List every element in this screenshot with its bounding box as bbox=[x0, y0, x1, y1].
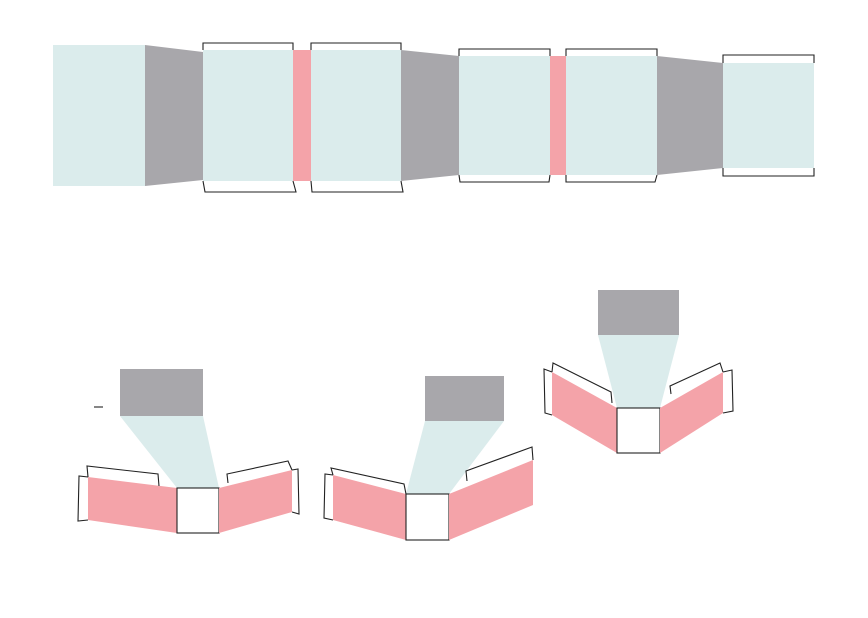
folded-assembly-2 bbox=[323, 376, 534, 541]
assembly-3-left-wing bbox=[552, 372, 617, 453]
assembly-2-beam bbox=[406, 421, 504, 494]
strip-connector-2 bbox=[401, 50, 459, 181]
assembly-2-right-wing bbox=[449, 460, 533, 540]
assembly-3-right-wing bbox=[660, 372, 723, 453]
strip-panel-6-bottom-flap bbox=[722, 168, 815, 177]
folded-assembly-3 bbox=[543, 290, 734, 454]
assembly-1-left-side-flap bbox=[77, 475, 89, 522]
assembly-3-center bbox=[616, 407, 661, 454]
strip-panel-2-bottom-flap bbox=[202, 180, 297, 193]
strip-connector-3 bbox=[657, 56, 723, 175]
assembly-3-right-side-flap bbox=[722, 369, 734, 414]
assembly-2-left-top-flap bbox=[330, 467, 407, 495]
strip-panel-3-top-flap bbox=[310, 42, 402, 50]
strip-panel-1 bbox=[53, 45, 145, 186]
assembly-3-beam bbox=[598, 335, 679, 408]
assembly-1-beam bbox=[120, 416, 219, 488]
strip-panel-2-top-flap bbox=[202, 42, 294, 50]
assembly-3-top-block bbox=[598, 290, 679, 335]
strip-panel-5-bottom-flap bbox=[565, 174, 658, 183]
assembly-3-right-top-flap bbox=[669, 362, 724, 395]
strip-panel-4 bbox=[459, 56, 550, 175]
assembly-2-top-block bbox=[425, 376, 504, 421]
strip-panel-5-top-flap bbox=[565, 48, 658, 56]
assembly-1-left-wing bbox=[88, 477, 177, 533]
assembly-2-left-side-flap bbox=[323, 473, 334, 521]
assembly-3-left-side-flap bbox=[543, 368, 553, 416]
assembly-1-right-wing bbox=[219, 470, 292, 533]
strip-hinge-2 bbox=[550, 56, 566, 175]
assembly-2-right-top-flap bbox=[465, 446, 534, 482]
flat-strip bbox=[53, 42, 815, 193]
strip-panel-6 bbox=[723, 63, 814, 168]
assembly-1-left-top-flap bbox=[86, 465, 160, 487]
strip-panel-4-top-flap bbox=[458, 48, 551, 56]
folded-assembly-1 bbox=[77, 369, 300, 534]
strip-panel-6-top-flap bbox=[722, 54, 815, 63]
assembly-1-right-top-flap bbox=[226, 460, 293, 484]
strip-panel-5 bbox=[566, 56, 657, 175]
strip-hinge-1 bbox=[293, 50, 311, 181]
strip-panel-2 bbox=[203, 50, 293, 181]
assembly-1-top-block bbox=[120, 369, 203, 416]
assembly-3-left-top-flap bbox=[551, 362, 613, 404]
strip-connector-1 bbox=[145, 45, 203, 186]
assembly-1-right-side-flap bbox=[291, 468, 300, 515]
assembly-1-center bbox=[176, 487, 220, 534]
assembly-2-left-wing bbox=[333, 475, 406, 540]
assembly-2-center bbox=[405, 493, 450, 541]
strip-panel-4-bottom-flap bbox=[458, 174, 551, 183]
strip-panel-3-bottom-flap bbox=[310, 180, 404, 193]
strip-panel-3 bbox=[311, 50, 401, 181]
